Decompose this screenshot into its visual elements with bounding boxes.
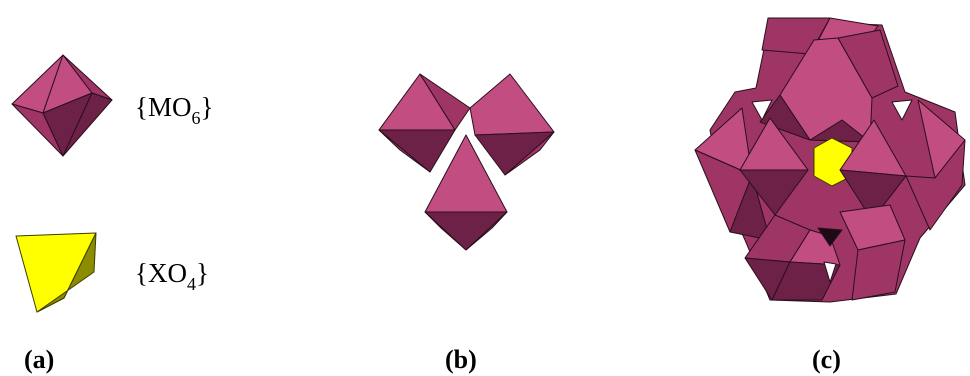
oct-face — [771, 261, 841, 301]
oct-face — [729, 174, 771, 241]
oct-face — [759, 94, 811, 141]
cluster-void — [751, 99, 773, 121]
oct-face — [905, 139, 966, 231]
cluster-void — [817, 227, 843, 247]
xo4-tetrahedron-icon — [15, 232, 97, 313]
triad-octahedron-bottom — [424, 134, 508, 251]
panel-label-b: (b) — [445, 345, 477, 374]
panel-a: {MO6} {XO4} (a) — [11, 54, 213, 374]
tet-face — [36, 232, 97, 313]
cluster-void — [891, 99, 913, 121]
triad-octahedron-left — [378, 73, 471, 173]
oct-face — [851, 239, 906, 301]
oct-face — [378, 129, 431, 173]
mo6-octahedron-icon — [11, 54, 113, 157]
oct-face — [809, 119, 871, 143]
oct-face — [469, 73, 555, 136]
xo4-formula: {XO4} — [135, 258, 209, 294]
panel-b: (b) — [378, 73, 555, 374]
oct-face — [839, 169, 907, 221]
oct-face — [837, 29, 899, 99]
triad-octahedron-right — [469, 73, 555, 176]
oct-face — [378, 129, 456, 173]
panel-label-c: (c) — [812, 345, 841, 374]
panel-label-a: (a) — [24, 345, 54, 374]
oct-face — [62, 92, 113, 157]
oct-face — [424, 211, 508, 251]
panel-c: (c) — [694, 17, 966, 374]
oct-face — [465, 211, 508, 251]
oct-face — [504, 131, 555, 176]
cluster-void — [823, 261, 837, 283]
mo6-formula: {MO6} — [135, 92, 213, 128]
oct-face — [419, 73, 471, 131]
oct-face — [739, 169, 809, 216]
